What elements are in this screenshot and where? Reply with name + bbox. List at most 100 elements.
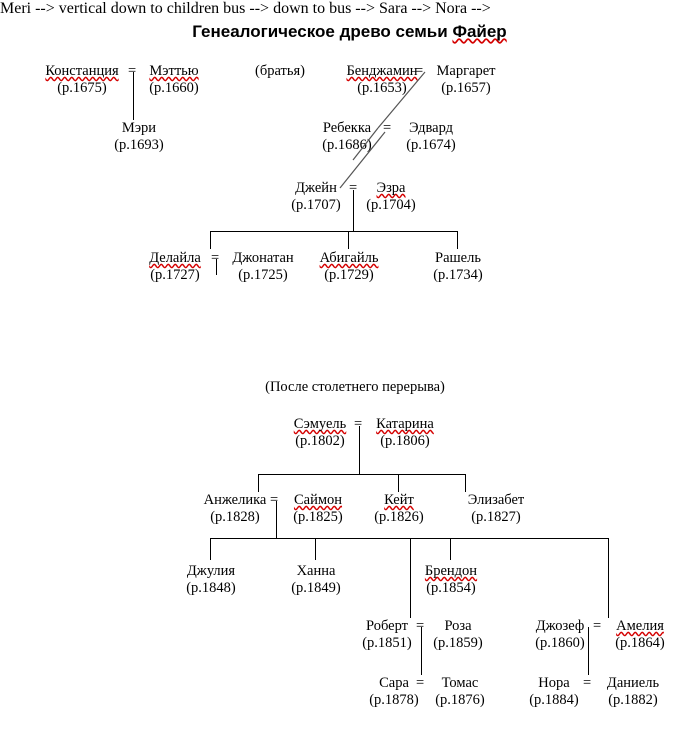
sibling-bus-section2-generation-3: [210, 538, 608, 539]
connector-konstantsiya-mattyu-to-meri: [133, 72, 134, 120]
person-bendzhamin[interactable]: Бенджамин (р.1653): [339, 63, 425, 97]
person-birth-year: (р.1878): [369, 692, 419, 708]
connector-delayla-dzhonatan: [216, 259, 217, 275]
connector-bus-to-anzhelika: [258, 474, 259, 492]
person-name: Маргарет: [436, 63, 496, 79]
connector-bus-to-delayla: [210, 231, 211, 249]
person-rashel[interactable]: Рашель (р.1734): [419, 250, 497, 284]
connector-bus-to-rashel: [457, 231, 458, 249]
person-name: Сара: [379, 675, 409, 691]
person-birth-year: (р.1884): [529, 692, 579, 708]
person-dzhuliya[interactable]: Джулия (р.1848): [176, 563, 246, 597]
person-daniel[interactable]: Даниель (р.1882): [594, 675, 672, 709]
connector-bus-to-dzhozef: [608, 538, 609, 618]
person-name: Элизабет: [467, 492, 525, 508]
connector-bus-to-robert: [410, 538, 411, 618]
connector-semuel-katarina-down: [359, 426, 360, 474]
person-mattyu[interactable]: Мэттью (р.1660): [139, 63, 209, 97]
sibling-bus-section2-generation-2: [258, 474, 466, 475]
marriage-symbol-nora-daniel: =: [583, 675, 592, 691]
person-delayla[interactable]: Делайла (р.1727): [138, 250, 212, 284]
person-brendon[interactable]: Брендон (р.1854): [414, 563, 488, 597]
page-title-misspelled-word: Файер: [452, 22, 507, 41]
person-margaret[interactable]: Маргарет (р.1657): [426, 63, 506, 97]
connector-dzhozef-ameliya-to-nora: [588, 627, 589, 675]
person-name: Делайла: [149, 250, 201, 266]
person-konstantsiya[interactable]: Констанция (р.1675): [36, 63, 128, 97]
person-semuel[interactable]: Сэмуель (р.1802): [281, 416, 359, 450]
person-name: Джозеф: [535, 618, 585, 634]
person-birth-year: (р.1660): [149, 80, 199, 96]
person-birth-year: (р.1653): [357, 80, 407, 96]
caption-brothers: (братья): [255, 63, 305, 79]
person-robert[interactable]: Роберт (р.1851): [351, 618, 423, 652]
person-name: Абигайль: [319, 250, 379, 266]
caption-century-gap: (После столетнего перерыва): [265, 379, 445, 395]
person-birth-year: (р.1802): [295, 433, 345, 449]
person-birth-year: (р.1827): [471, 509, 521, 525]
person-dzhozef[interactable]: Джозеф (р.1860): [524, 618, 596, 652]
person-anzhelika[interactable]: Анжелика (р.1828): [193, 492, 277, 526]
person-dzhonatan[interactable]: Джонатан (р.1725): [222, 250, 304, 284]
person-name: Нора: [538, 675, 570, 691]
person-name: Констанция: [45, 63, 119, 79]
person-birth-year: (р.1854): [426, 580, 476, 596]
person-ameliya[interactable]: Амелия (р.1864): [604, 618, 676, 652]
person-name: Бенджамин: [346, 63, 418, 79]
person-birth-year: (р.1828): [210, 509, 260, 525]
person-birth-year: (р.1727): [150, 267, 200, 283]
marriage-symbol-anzhelika-saymon: =: [270, 492, 279, 508]
marriage-symbol-semuel-katarina: =: [354, 416, 363, 432]
person-sara[interactable]: Сара (р.1878): [366, 675, 422, 709]
person-name: Кейт: [384, 492, 414, 508]
person-birth-year: (р.1882): [608, 692, 658, 708]
person-birth-year: (р.1851): [362, 635, 412, 651]
person-keyt[interactable]: Кейт (р.1826): [364, 492, 434, 526]
person-name: Томас: [441, 675, 479, 691]
person-name: Мэттью: [149, 63, 199, 79]
person-birth-year: (р.1674): [406, 137, 456, 153]
connector-bus-to-elizabet: [465, 474, 466, 492]
person-name: Рашель: [435, 250, 481, 266]
person-roza[interactable]: Роза (р.1859): [427, 618, 489, 652]
person-birth-year: (р.1864): [615, 635, 665, 651]
person-elizabet[interactable]: Элизабет (р.1827): [455, 492, 537, 526]
person-rebekka[interactable]: Ребекка (р.1686): [308, 120, 386, 154]
person-name: Джулия: [186, 563, 236, 579]
person-birth-year: (р.1849): [291, 580, 341, 596]
person-birth-year: (р.1693): [114, 137, 164, 153]
connector-bus-to-dzhuliya: [210, 538, 211, 560]
person-birth-year: (р.1859): [433, 635, 483, 651]
marriage-symbol-robert-roza: =: [416, 618, 425, 634]
person-birth-year: (р.1707): [291, 197, 341, 213]
person-birth-year: (р.1876): [435, 692, 485, 708]
person-ezra[interactable]: Эзра (р.1704): [360, 180, 422, 214]
connector-bus-to-abigayl: [348, 231, 349, 249]
person-saymon[interactable]: Саймон (р.1825): [281, 492, 355, 526]
person-name: Эдвард: [408, 120, 454, 136]
person-abigayl[interactable]: Абигайль (р.1729): [310, 250, 388, 284]
person-birth-year: (р.1826): [374, 509, 424, 525]
person-name: Даниель: [606, 675, 660, 691]
person-birth-year: (р.1848): [186, 580, 236, 596]
person-birth-year: (р.1806): [380, 433, 430, 449]
person-edvard[interactable]: Эдвард (р.1674): [394, 120, 468, 154]
person-birth-year: (р.1657): [441, 80, 491, 96]
person-name: Роза: [444, 618, 472, 634]
person-katarina[interactable]: Катарина (р.1806): [365, 416, 445, 450]
marriage-symbol-konstantsiya-mattyu: =: [128, 63, 137, 79]
person-name: Мэри: [121, 120, 157, 136]
person-meri[interactable]: Мэри (р.1693): [104, 120, 174, 154]
person-name: Сэмуель: [293, 416, 347, 432]
connector-bus-to-keyt: [398, 474, 399, 492]
person-khanna[interactable]: Ханна (р.1849): [283, 563, 349, 597]
person-name: Ханна: [296, 563, 336, 579]
person-name: Брендон: [424, 563, 478, 579]
connector-robert-roza-to-sara: [421, 627, 422, 675]
person-birth-year: (р.1675): [57, 80, 107, 96]
person-birth-year: (р.1725): [238, 267, 288, 283]
person-dzheyn[interactable]: Джейн (р.1707): [281, 180, 351, 214]
person-name: Роберт: [366, 618, 408, 634]
person-nora[interactable]: Нора (р.1884): [524, 675, 584, 709]
person-tomas[interactable]: Томас (р.1876): [427, 675, 493, 709]
